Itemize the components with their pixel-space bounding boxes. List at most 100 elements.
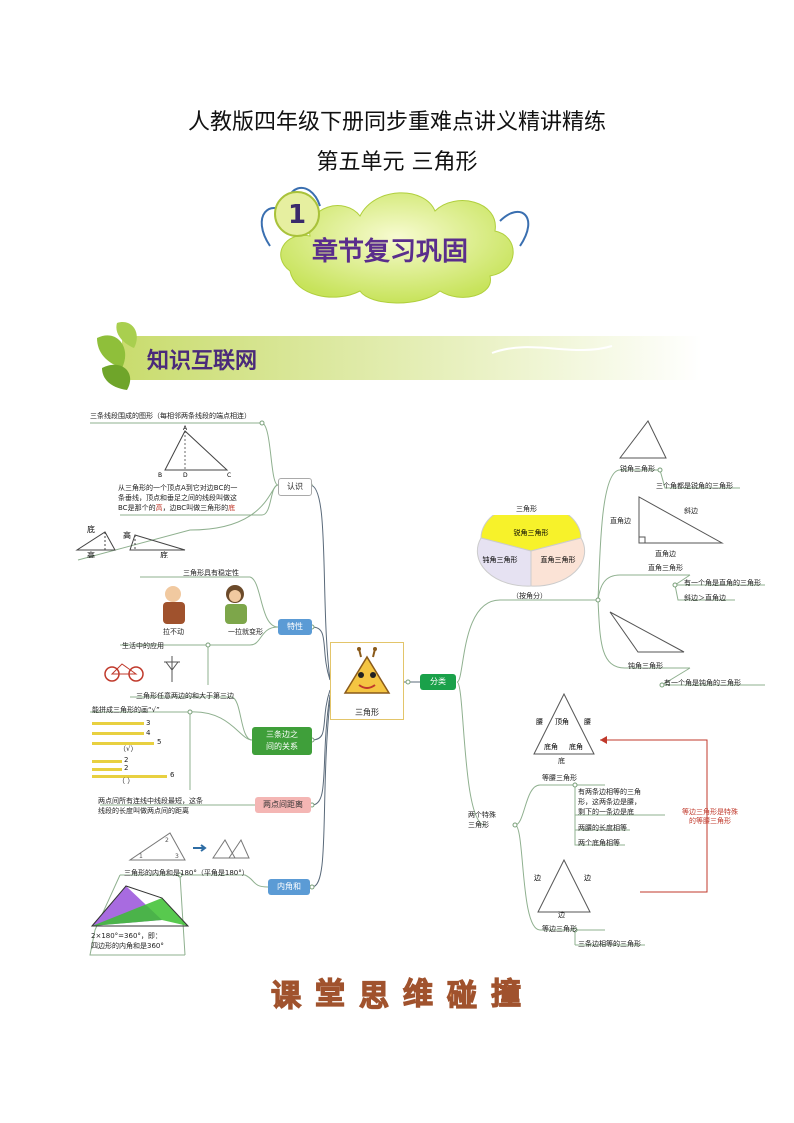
iso-desc-5: 两个底角相等: [578, 839, 620, 847]
footer-char: 维: [403, 977, 433, 1012]
acute-desc: 三个角都是锐角的三角形: [656, 482, 733, 490]
quadrilateral-diagram: [90, 885, 190, 927]
height-examples-diagram: 底 高 高 底: [75, 524, 186, 558]
footer-char: 堂: [315, 977, 345, 1012]
node-sides-line2: 间的关系: [266, 742, 298, 751]
answer-2: （ ）: [118, 777, 135, 785]
svg-text:边: 边: [534, 873, 541, 882]
stick-length: 6: [170, 771, 175, 779]
angle-cut-diagram: 2 1 3: [128, 832, 250, 861]
arrow-right-icon: [193, 844, 207, 852]
equi-label: 等边三角形: [542, 925, 577, 933]
triangle-inequality: 三角形任意两边的和大于第三边: [136, 692, 234, 700]
chapter-badge: 1 章节复习巩固: [260, 186, 530, 304]
node-classification[interactable]: 分类: [420, 674, 456, 690]
angle-sum-rule: 三角形的内角和是180°（平角是180°）: [124, 869, 249, 877]
label-deforms: 一拉就变形: [228, 628, 263, 636]
node-texing[interactable]: 特性: [278, 619, 312, 635]
distance-text-1: 两点间所有连线中线段最短，这条: [98, 797, 203, 805]
special-node: 两个特殊 三角形: [468, 811, 496, 829]
pie-title: 三角形: [516, 505, 537, 513]
pie-slice-right: 直角三角形: [541, 555, 576, 564]
triangle-type-pie: 锐角三角形 钝角三角形 直角三角形: [476, 515, 586, 587]
footer-char: 思: [359, 979, 389, 1014]
node-distance[interactable]: 两点间距离: [255, 797, 311, 813]
triangle-abc-diagram: A B D C: [158, 425, 231, 479]
badge-label: 章节复习巩固: [312, 236, 468, 267]
triangle-definition: 三条线段围成的图形（每相邻两条线段的端点相连）: [90, 412, 251, 420]
svg-text:顶角: 顶角: [555, 717, 569, 726]
svg-text:底: 底: [87, 524, 95, 534]
height-text-3: BC是那个的高，边BC叫做三角形的底: [118, 504, 236, 512]
iso-label: 等腰三角形: [542, 774, 577, 782]
sides-question: 能拼成三角形的画“√”: [92, 706, 160, 714]
page-title: 人教版四年级下册同步重难点讲义精讲精练: [187, 110, 606, 135]
right-side-label-2: 直角边: [655, 550, 676, 558]
obtuse-desc: 有一个角是钝角的三角形: [664, 679, 741, 687]
center-label: 三角形: [355, 708, 379, 717]
person-icon: [165, 586, 181, 602]
banner-label: 知识互联网: [147, 348, 257, 374]
pie-slice-acute: 锐角三角形: [514, 528, 549, 537]
cloud-shape: [280, 192, 514, 304]
svg-text:底: 底: [160, 550, 168, 558]
svg-text:3: 3: [175, 853, 179, 860]
label-cant-pull: 拉不动: [163, 628, 184, 636]
svg-text:B: B: [158, 472, 162, 479]
stick-length: 2: [124, 756, 129, 764]
hypotenuse-label: 斜边: [684, 507, 698, 515]
footer-char: 课: [271, 979, 302, 1014]
svg-text:高: 高: [87, 550, 95, 558]
pie-slice-obtuse: 钝角三角形: [483, 555, 518, 564]
acute-label: 锐角三角形: [620, 465, 655, 473]
footer-title: 课 堂 思 维 碰 撞: [270, 976, 521, 1014]
swirl-right-icon: [499, 210, 530, 247]
svg-text:高: 高: [123, 530, 131, 540]
node-sides-line1: 三条边之: [266, 730, 298, 739]
svg-text:D: D: [183, 472, 188, 479]
stability-figures: [163, 585, 247, 624]
answer-1: （√）: [119, 745, 138, 753]
leaf-icon: [102, 364, 131, 390]
height-text-2: 条垂线，顶点和垂足之间的线段叫做这: [118, 494, 237, 502]
stability-title: 三角形具有稳定性: [183, 569, 239, 577]
special-note: 等边三角形是特殊 的等腰三角形: [682, 808, 738, 825]
stick-length: 2: [124, 764, 129, 772]
iso-desc-1: 有两条边相等的三角: [578, 788, 641, 796]
giraffe-icon: [343, 647, 391, 694]
svg-text:腰: 腰: [584, 718, 591, 726]
node-renshi[interactable]: 认识: [278, 478, 312, 496]
page-subtitle: 第五单元 三角形: [316, 150, 478, 175]
svg-text:边: 边: [584, 873, 591, 882]
life-application: 生活中的应用: [122, 642, 164, 650]
svg-text:C: C: [227, 472, 231, 479]
iso-desc-2: 形，这两条边是腰，: [578, 798, 641, 806]
obtuse-label: 钝角三角形: [628, 662, 663, 670]
equilateral-triangle-diagram: 边 边: [534, 858, 591, 913]
quad-text-2: 四边形的内角和是360°: [91, 942, 164, 950]
height-text-1: 从三角形的一个顶点A到它对边BC的一: [118, 484, 238, 492]
isosceles-triangle-diagram: 腰 顶角 腰 底角 底角: [533, 692, 595, 755]
equi-desc: 三条边相等的三角形: [578, 940, 641, 948]
acute-triangle-diagram: [618, 420, 667, 459]
badge-number: 1: [288, 200, 306, 230]
svg-text:底角: 底角: [569, 742, 583, 751]
banner-knowledge-net: 知识互联网: [97, 322, 702, 390]
right-desc-2: 斜边＞直角边: [684, 594, 726, 602]
center-node[interactable]: 三角形: [330, 642, 404, 720]
svg-text:2: 2: [165, 837, 169, 844]
svg-text:A: A: [183, 425, 188, 432]
svg-text:1: 1: [139, 853, 143, 860]
right-label: 直角三角形: [648, 564, 683, 572]
stick-length: 4: [146, 729, 151, 737]
stick-length: 3: [146, 719, 151, 727]
right-side-label-1: 直角边: [610, 517, 631, 525]
node-angle-sum[interactable]: 内角和: [268, 879, 310, 895]
node-sides-relation[interactable]: 三条边之 间的关系: [252, 727, 312, 755]
distance-text-2: 线段的长度叫做两点间的距离: [98, 807, 189, 815]
obtuse-triangle-diagram: [609, 611, 685, 653]
footer-char: 碰: [447, 979, 477, 1014]
iso-desc-4: 两腰的长度相等: [578, 824, 627, 832]
svg-text:底角: 底角: [544, 742, 558, 751]
